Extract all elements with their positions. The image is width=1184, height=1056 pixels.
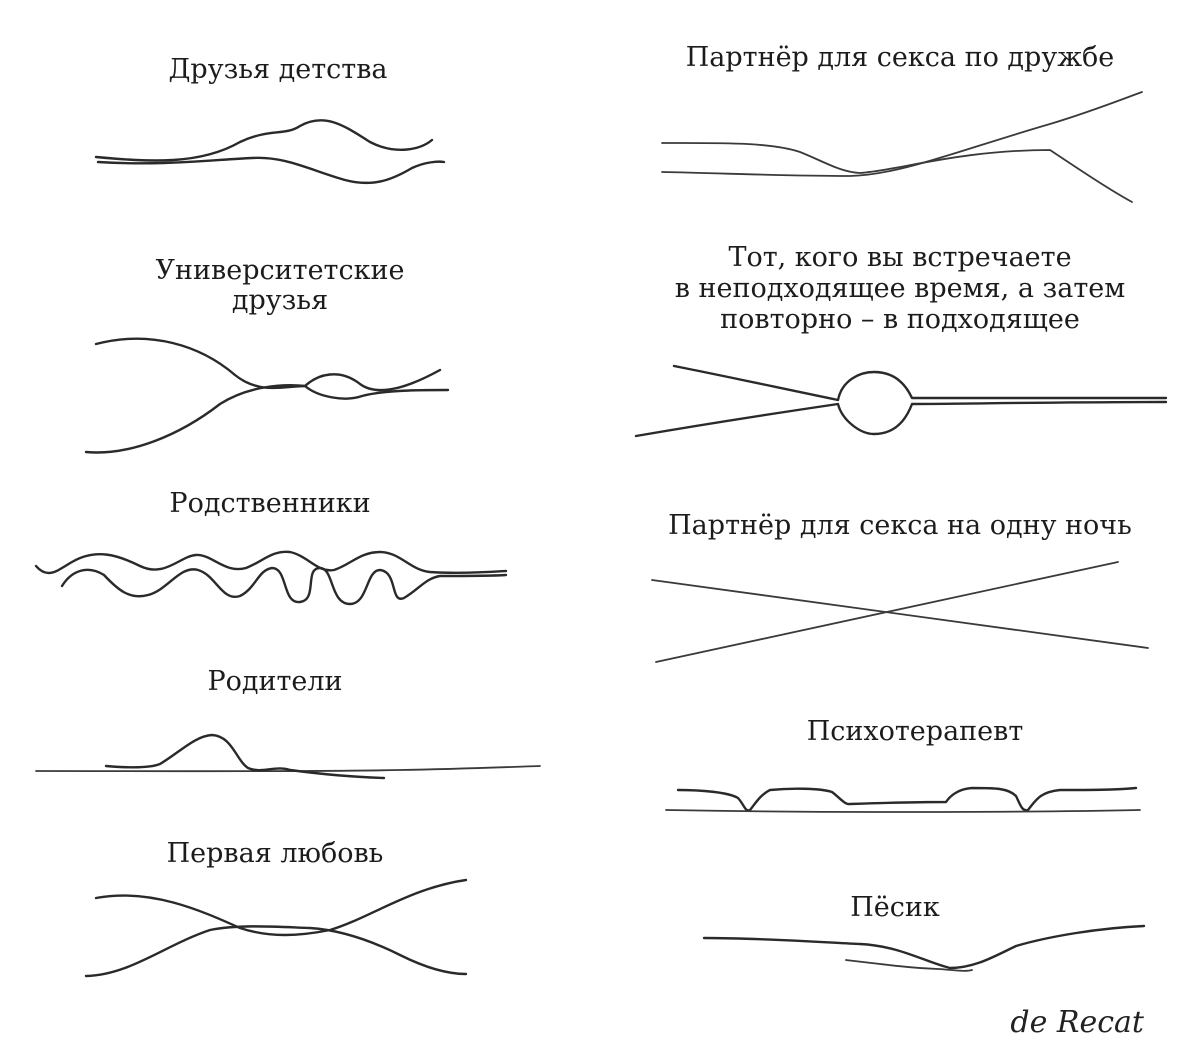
- caption-childhood-friends: Друзья детства: [168, 54, 388, 85]
- line-a: [672, 364, 1168, 402]
- diagram-university-friends: [84, 337, 450, 454]
- line-b: [845, 959, 973, 972]
- line-a: [94, 337, 442, 392]
- diagram-wrong-then-right-time: [634, 364, 1168, 438]
- line-a: [94, 878, 468, 937]
- line-a: [651, 579, 1149, 649]
- line-b: [665, 809, 1141, 813]
- caption-first-love: Первая любовь: [166, 838, 384, 869]
- caption-therapist: Психотерапевт: [806, 716, 1024, 747]
- line-a: [661, 142, 1133, 203]
- caption-doggy: Пёсик: [850, 892, 940, 923]
- line-b: [655, 561, 1119, 663]
- line-b: [60, 566, 508, 606]
- diagram-parents: [35, 733, 541, 780]
- line-a: [702, 924, 1146, 970]
- diagram-first-love: [84, 878, 468, 978]
- line-b: [104, 733, 386, 780]
- diagram-one-night-stand: [651, 561, 1149, 663]
- line-b: [661, 91, 1143, 177]
- diagram-relatives: [34, 550, 508, 606]
- caption-university-friends: Университетские друзья: [155, 255, 405, 316]
- diagram-childhood-friends: [94, 119, 446, 185]
- line-a: [34, 550, 508, 575]
- line-a: [35, 765, 541, 773]
- line-b: [84, 384, 450, 454]
- caption-parents: Родители: [207, 666, 343, 697]
- diagram-friends-with-benefits: [661, 91, 1143, 203]
- caption-wrong-then-right-time: Тот, кого вы встречаете в неподходящее в…: [674, 242, 1126, 335]
- artist-signature: de Recat: [1010, 1005, 1144, 1040]
- caption-relatives: Родственники: [169, 488, 371, 519]
- line-a: [94, 119, 434, 162]
- line-b: [96, 156, 446, 185]
- caption-friends-with-benefits: Партнёр для секса по дружбе: [685, 42, 1115, 73]
- line-b: [634, 400, 1168, 438]
- caption-one-night-stand: Партнёр для секса на одну ночь: [668, 510, 1132, 541]
- line-b: [84, 925, 468, 978]
- diagram-therapist: [665, 786, 1141, 813]
- diagram-doggy: [702, 924, 1146, 972]
- line-a: [676, 786, 1138, 812]
